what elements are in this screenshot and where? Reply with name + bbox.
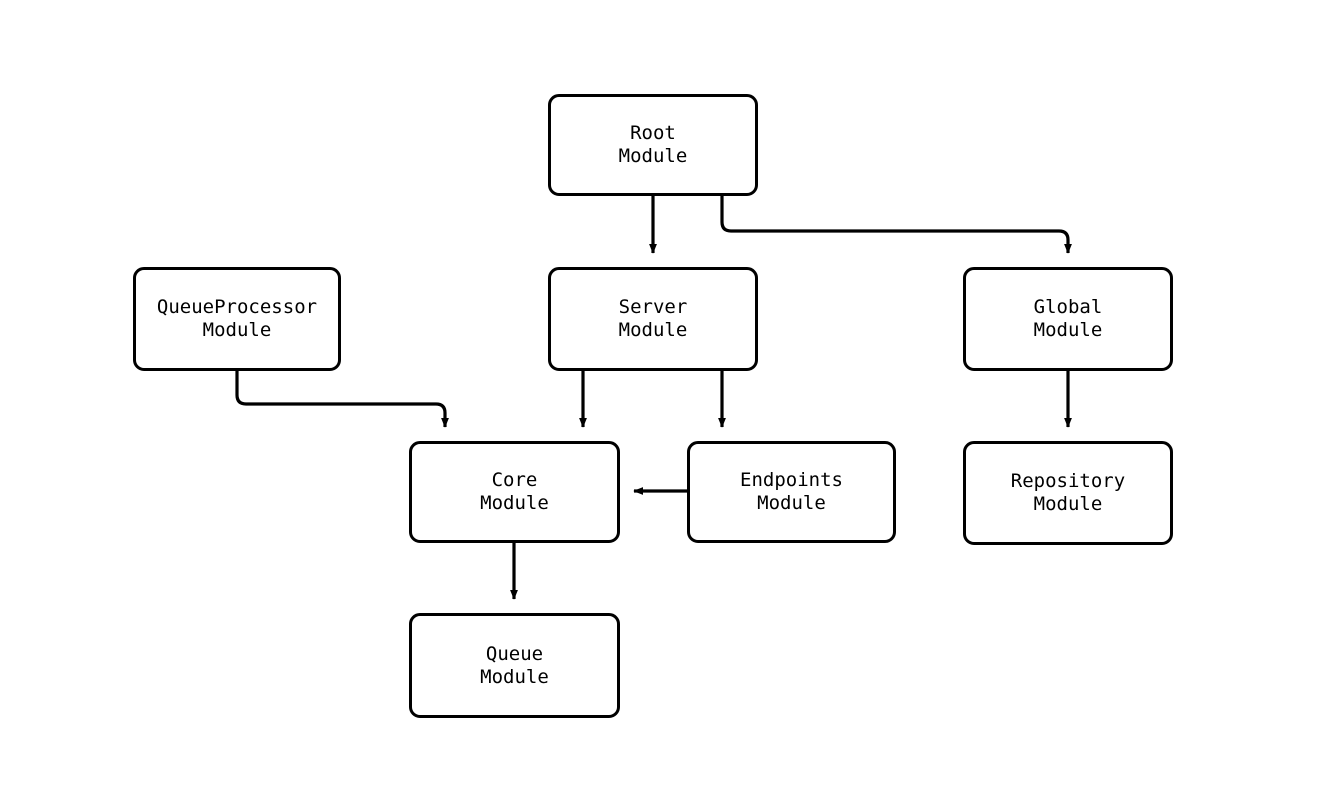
node-global-module-label: Global Module xyxy=(1033,296,1103,341)
node-queue-module-label: Queue Module xyxy=(480,642,549,688)
edge-root-to-global xyxy=(720,196,1072,254)
node-root-module-label: Root Module xyxy=(618,122,688,167)
node-queueprocessor-module[interactable]: QueueProcessor Module xyxy=(133,267,341,371)
node-queueprocessor-module-label: QueueProcessor Module xyxy=(156,296,318,341)
edge-queueprocessor-to-core xyxy=(235,371,449,428)
node-queue-module[interactable]: Queue Module xyxy=(409,613,620,718)
node-endpoints-module-label: Endpoints Module xyxy=(740,469,843,514)
node-server-module[interactable]: Server Module xyxy=(548,267,758,371)
node-core-module[interactable]: Core Module xyxy=(409,441,620,543)
node-repository-module[interactable]: Repository Module xyxy=(963,441,1173,545)
node-core-module-label: Core Module xyxy=(480,469,549,514)
node-endpoints-module[interactable]: Endpoints Module xyxy=(687,441,896,543)
node-global-module[interactable]: Global Module xyxy=(963,267,1173,371)
node-root-module[interactable]: Root Module xyxy=(548,94,758,196)
node-server-module-label: Server Module xyxy=(618,296,688,341)
node-repository-module-label: Repository Module xyxy=(1010,470,1126,515)
